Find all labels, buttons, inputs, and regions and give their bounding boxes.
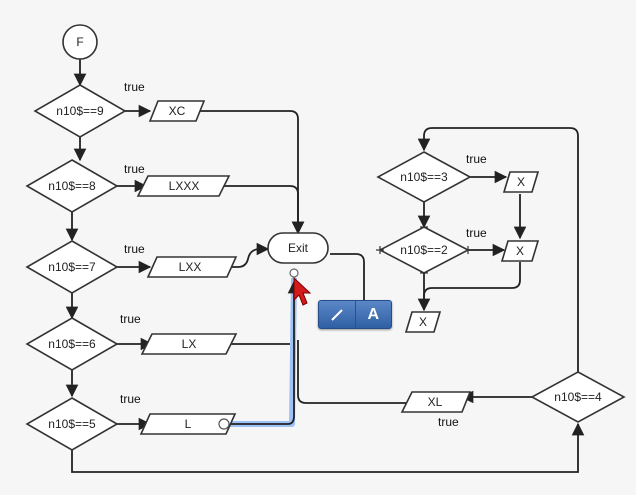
output-node[interactable]: X [500, 240, 540, 262]
edge-label-true: true [466, 152, 487, 166]
edge-lxx-exit[interactable] [228, 242, 270, 268]
decision-label: n10$==5 [48, 417, 96, 431]
line-tool-icon [331, 308, 343, 321]
edge-label-true: true [124, 162, 145, 176]
start-node-label: F [76, 35, 83, 49]
decision-label: n10$==4 [554, 390, 602, 404]
edge-label-true: true [124, 242, 145, 256]
edge-label-true: true [466, 226, 487, 240]
output-label: LXXX [169, 179, 200, 193]
output-label: LXX [179, 260, 202, 274]
start-node[interactable]: F [62, 24, 98, 60]
edge-label-true: true [438, 415, 459, 429]
edge-d4-loop[interactable] [417, 127, 579, 372]
decision-node[interactable]: n10$==3 [376, 151, 472, 203]
decision-node[interactable]: n10$==5 [25, 397, 119, 451]
output-node[interactable]: L [139, 413, 237, 435]
decision-label: n10$==6 [48, 337, 96, 351]
decision-label: n10$==7 [48, 260, 96, 274]
mouse-pointer-icon [293, 276, 312, 306]
edge-label-true: true [120, 312, 141, 326]
connector-tool-button[interactable] [319, 301, 355, 328]
edge-label-true: true [120, 392, 141, 406]
edge-d5-d4[interactable] [71, 422, 585, 473]
output-node[interactable]: XL [400, 391, 472, 413]
output-label: XC [169, 104, 186, 118]
decision-label: n10$==8 [48, 179, 96, 193]
output-node[interactable]: LX [140, 333, 238, 355]
edge-labels: true true true true true true true true [120, 80, 487, 429]
text-tool-button[interactable]: A [354, 301, 392, 328]
output-label: XL [428, 395, 443, 409]
exit-node[interactable]: Exit [267, 232, 329, 264]
output-label: LX [182, 337, 197, 351]
output-node[interactable]: LXXX [136, 175, 231, 197]
edge-handle[interactable] [218, 418, 230, 430]
edges [65, 59, 585, 473]
decision-node[interactable]: n10$==9 [33, 84, 127, 138]
edge-xc-exit[interactable] [199, 110, 305, 235]
edge-lxxx-exit[interactable] [218, 185, 305, 235]
decision-node[interactable]: n10$==6 [25, 317, 119, 371]
output-label: X [516, 244, 524, 258]
edge-label-true: true [124, 80, 145, 94]
exit-node-label: Exit [288, 241, 309, 255]
decision-label: n10$==3 [400, 170, 448, 184]
selected-edge-highlight [224, 277, 297, 427]
decision-node[interactable]: n10$==7 [25, 240, 119, 294]
output-label: X [419, 315, 427, 329]
decision-label: n10$==9 [56, 104, 104, 118]
edge-xl-exit[interactable] [297, 340, 410, 404]
output-label: X [517, 175, 525, 189]
decision-node[interactable]: n10$==4 [530, 371, 626, 423]
connection-handle[interactable] [289, 268, 299, 278]
output-node[interactable]: LXX [146, 256, 238, 278]
edge-l-exit[interactable] [224, 280, 301, 425]
decision-label: n10$==2 [400, 243, 448, 257]
edge-x-merge[interactable] [417, 262, 521, 312]
decision-node[interactable]: n10$==2 [376, 226, 470, 274]
output-label: L [185, 417, 192, 431]
output-node[interactable]: X [502, 171, 540, 193]
output-node[interactable]: X [404, 311, 442, 333]
output-node[interactable]: XC [148, 100, 206, 122]
edge-toolbar: A [318, 300, 392, 329]
decision-node[interactable]: n10$==8 [25, 159, 119, 213]
text-tool-label: A [367, 305, 380, 323]
edge-x-exit[interactable] [330, 253, 365, 300]
